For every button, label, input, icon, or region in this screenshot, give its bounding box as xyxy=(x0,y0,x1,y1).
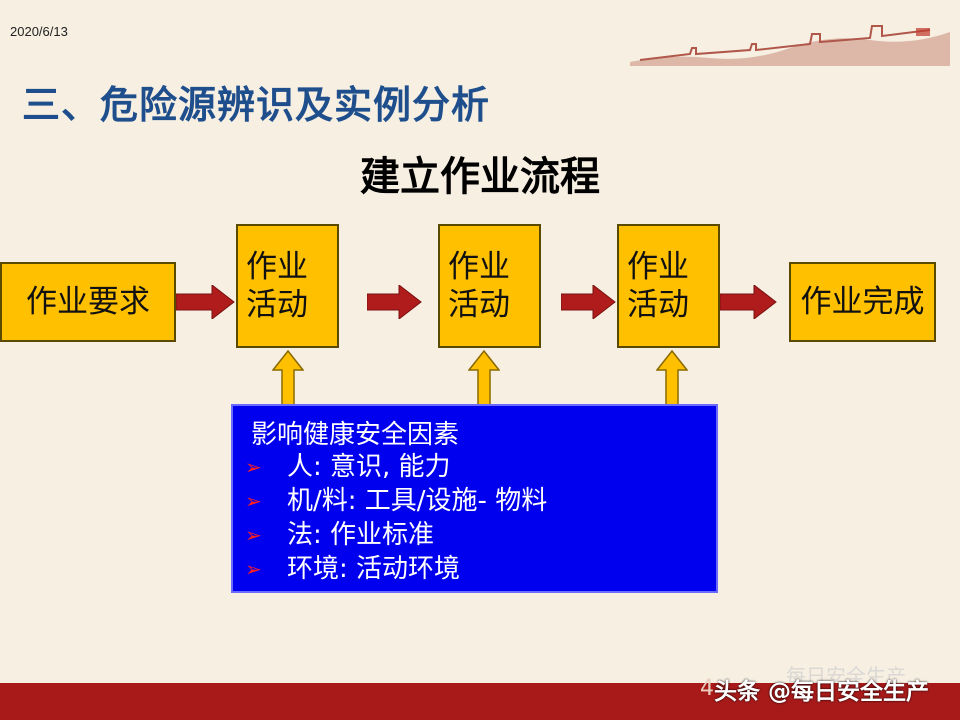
great-wall-decoration xyxy=(630,25,950,66)
flow-activity-1-line2: 活动 xyxy=(246,287,308,323)
flow-start-box: 作业要求 xyxy=(0,262,176,342)
right-arrow-icon xyxy=(720,285,777,319)
factors-list: ➢ 人: 意识, 能力 ➢ 机/料: 工具/设施- 物料 ➢ 法: 作业标准 ➢ 环境:… xyxy=(245,450,547,586)
flow-activity-box-1: 作业 活动 xyxy=(236,224,339,348)
arrow-bullet-icon: ➢ xyxy=(245,455,262,479)
flow-activity-1-line1: 作业 xyxy=(246,249,308,285)
right-arrow-icon xyxy=(367,285,422,319)
factors-heading: 影响健康安全因素 xyxy=(251,420,460,450)
health-safety-factors-box: 影响健康安全因素 ➢ 人: 意识, 能力 ➢ 机/料: 工具/设施- 物料 ➢ 法: … xyxy=(231,404,718,593)
flow-activity-3-line1: 作业 xyxy=(627,249,689,285)
factor-text: 机/料: 工具/设施- 物料 xyxy=(287,486,548,516)
watermark-text: 头条 @每日安全生产 xyxy=(714,679,930,705)
up-arrow-icon xyxy=(656,350,688,406)
list-item: ➢ 人: 意识, 能力 xyxy=(245,450,547,484)
date-label: 2020/6/13 xyxy=(10,24,68,39)
slide-title: 三、危险源辨识及实例分析 xyxy=(22,83,491,127)
right-arrow-icon xyxy=(561,285,616,319)
right-arrow-icon xyxy=(176,285,235,319)
flow-start-label: 作业要求 xyxy=(26,284,150,320)
factor-text: 法: 作业标准 xyxy=(287,520,435,550)
flow-activity-2-line2: 活动 xyxy=(448,287,510,323)
bottom-bar xyxy=(0,683,960,720)
list-item: ➢ 环境: 活动环境 xyxy=(245,552,547,586)
list-item: ➢ 法: 作业标准 xyxy=(245,518,547,552)
flow-activity-2-line1: 作业 xyxy=(448,249,510,285)
arrow-bullet-icon: ➢ xyxy=(245,523,262,547)
arrow-bullet-icon: ➢ xyxy=(245,557,262,581)
page-number: 4 xyxy=(700,676,714,701)
flow-activity-box-3: 作业 活动 xyxy=(617,224,720,348)
up-arrow-icon xyxy=(272,350,304,406)
flow-activity-box-2: 作业 活动 xyxy=(438,224,541,348)
factor-text: 环境: 活动环境 xyxy=(287,554,461,584)
list-item: ➢ 机/料: 工具/设施- 物料 xyxy=(245,484,547,518)
slide-subtitle: 建立作业流程 xyxy=(360,154,600,200)
arrow-bullet-icon: ➢ xyxy=(245,489,262,513)
up-arrow-icon xyxy=(468,350,500,406)
flow-end-box: 作业完成 xyxy=(789,262,936,342)
factor-text: 人: 意识, 能力 xyxy=(287,452,451,482)
flow-end-label: 作业完成 xyxy=(800,284,925,320)
flow-activity-3-line2: 活动 xyxy=(627,287,689,323)
